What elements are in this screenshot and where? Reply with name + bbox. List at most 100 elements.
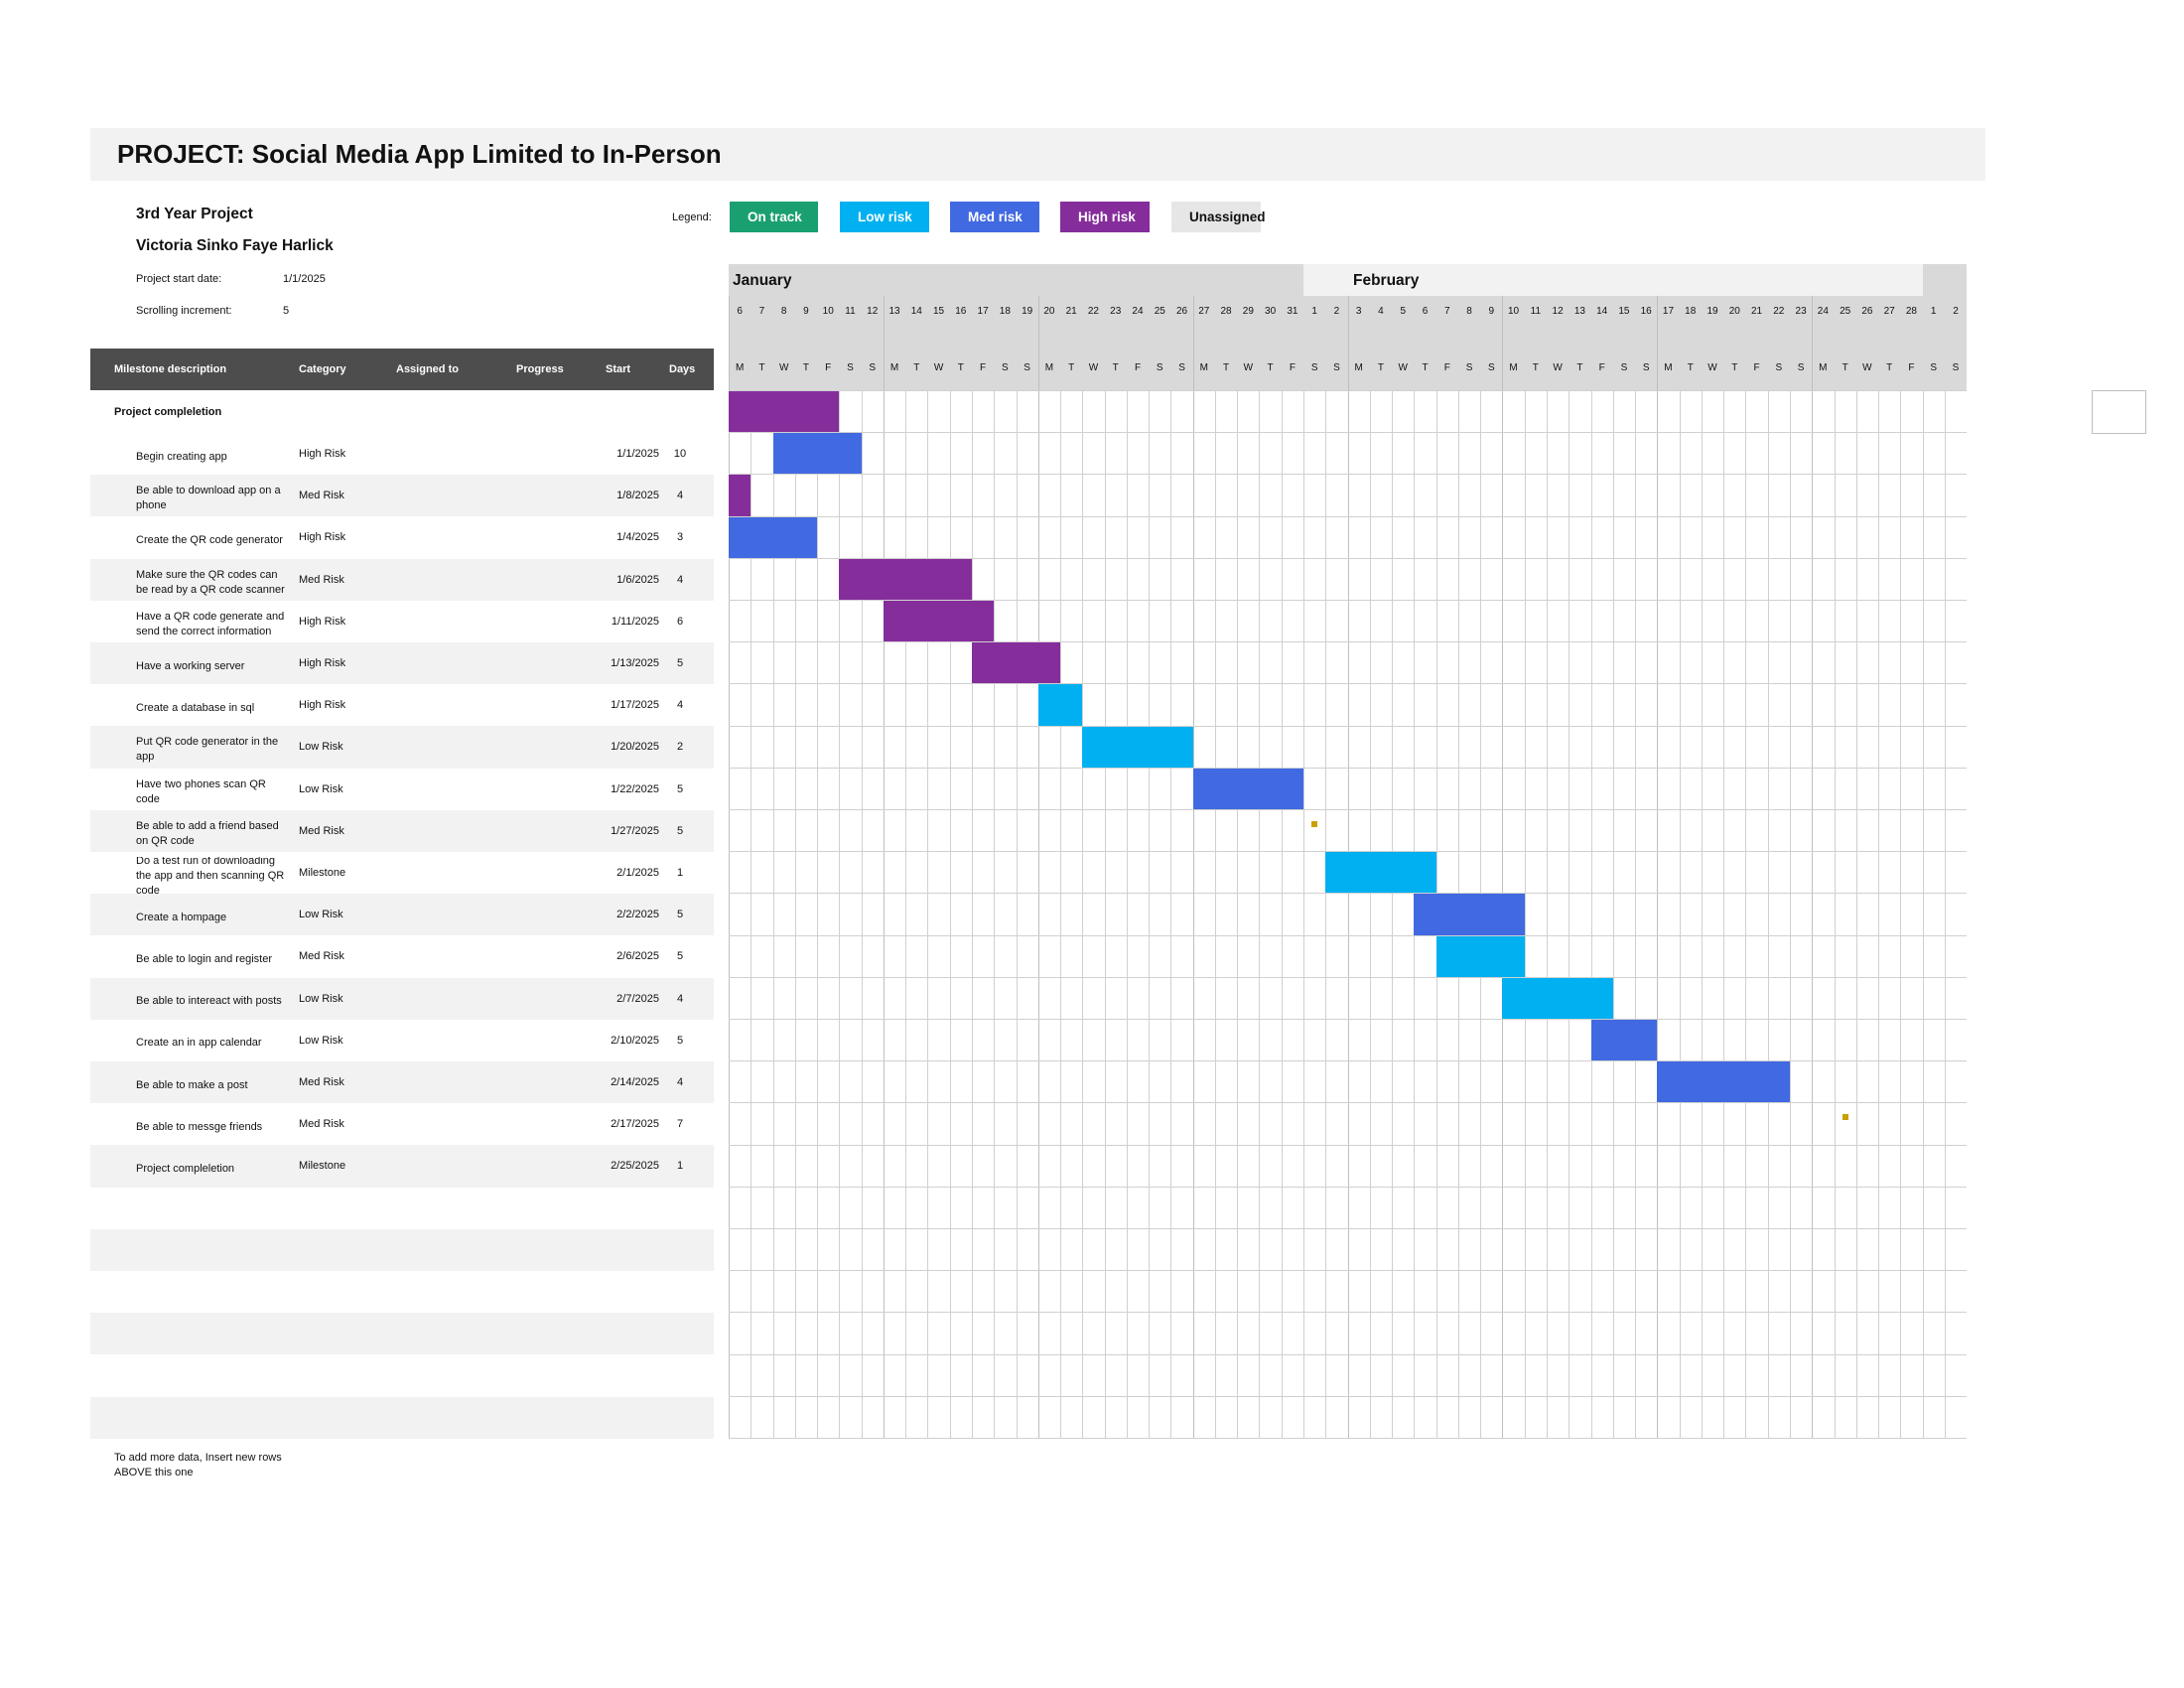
day-number-label: 21 [1750,306,1763,317]
weekday-label: W [1553,362,1563,373]
milestone-description[interactable]: Have two phones scan QR code [136,774,285,811]
category-cell[interactable]: High Risk [299,615,346,628]
milestone-marker [1842,1114,1848,1121]
milestone-text: Project compleletion [136,1162,235,1175]
scroll-box[interactable] [2092,390,2146,434]
start-date-cell[interactable]: 2/1/2025 [616,867,659,879]
days-cell[interactable]: 5 [676,909,684,921]
milestone-description[interactable]: Put QR code generator in the app [136,731,285,769]
start-date-cell[interactable]: 1/8/2025 [616,490,659,502]
start-date-cell[interactable]: 1/27/2025 [611,824,659,837]
start-date-cell[interactable]: 1/11/2025 [611,615,659,628]
milestone-description[interactable]: Have a working server [136,647,285,685]
milestone-description[interactable]: Be able to intereact with posts [136,983,285,1021]
milestone-description[interactable]: Create a database in sql [136,689,285,727]
weekday-label: S [1310,362,1318,373]
start-date-cell[interactable]: 2/25/2025 [611,1160,659,1173]
legend-label: Legend: [672,211,712,223]
category-cell[interactable]: Low Risk [299,1034,343,1047]
days-cell[interactable]: 4 [676,699,684,712]
start-date-cell[interactable]: 2/10/2025 [611,1034,659,1047]
days-cell[interactable]: 3 [676,531,684,544]
category-cell[interactable]: Low Risk [299,741,343,754]
start-date-cell[interactable]: 1/1/2025 [616,448,659,460]
day-number-label: 6 [1422,306,1429,317]
start-date-cell[interactable]: 2/14/2025 [611,1076,659,1088]
grid-row-line [729,809,1967,810]
grid-column-line [729,296,730,1438]
milestone-description[interactable]: Create an in app calendar [136,1025,285,1062]
grid-row-line [729,1395,1967,1397]
header-progress: Progress [516,363,564,375]
milestone-description[interactable]: Be able to add a friend based on QR code [136,815,285,853]
start-date-cell[interactable]: 2/2/2025 [616,909,659,921]
days-cell[interactable]: 1 [676,1160,684,1173]
category-cell[interactable]: Med Risk [299,950,344,963]
category-cell[interactable]: Low Risk [299,992,343,1005]
milestone-description[interactable]: Begin creating app [136,438,285,476]
gantt-bar [1192,768,1303,809]
milestone-description[interactable]: Create the QR code generator [136,521,285,559]
start-date-cell[interactable]: 1/13/2025 [611,657,659,669]
milestone-description[interactable]: Project compleletion [136,1150,285,1188]
start-date-cell[interactable]: 2/6/2025 [616,950,659,963]
milestone-description[interactable]: Do a test run of downloading the app and… [136,857,285,895]
grid-column-line [927,390,929,1438]
days-cell[interactable]: 1 [676,867,684,879]
title-band [90,128,1985,181]
scrolling-increment-value[interactable]: 5 [283,305,290,317]
milestone-text: Have a working server [136,659,245,672]
days-cell[interactable]: 5 [676,782,684,795]
category-cell[interactable]: Low Risk [299,782,343,795]
start-date-cell[interactable]: 1/6/2025 [616,573,659,586]
days-cell[interactable]: 10 [673,448,687,460]
days-cell[interactable]: 4 [676,992,684,1005]
category-cell[interactable]: High Risk [299,657,346,669]
days-cell[interactable]: 6 [676,615,684,628]
days-cell[interactable]: 4 [676,490,684,502]
start-date-cell[interactable]: 2/7/2025 [616,992,659,1005]
days-cell[interactable]: 5 [676,950,684,963]
days-cell[interactable]: 7 [676,1118,684,1131]
category-cell[interactable]: High Risk [299,448,346,460]
days-cell[interactable]: 4 [676,573,684,586]
milestone-description[interactable]: Be able to messge friends [136,1108,285,1146]
milestone-description[interactable]: Be able to make a post [136,1066,285,1104]
category-cell[interactable]: High Risk [299,699,346,712]
category-cell[interactable]: Med Risk [299,1118,344,1131]
month-band-february [1303,264,1923,296]
milestone-description[interactable]: Make sure the QR codes can be read by a … [136,564,285,602]
days-cell[interactable]: 4 [676,1076,684,1088]
days-cell[interactable]: 5 [676,824,684,837]
start-date-cell[interactable]: 1/20/2025 [611,741,659,754]
days-cell[interactable]: 5 [676,1034,684,1047]
grid-column-line [1082,390,1084,1438]
start-date-cell[interactable]: 2/17/2025 [611,1118,659,1131]
days-cell[interactable]: 5 [676,657,684,669]
start-date-cell[interactable]: 1/4/2025 [616,531,659,544]
weekday-label: M [1199,362,1208,373]
category-cell[interactable]: Med Risk [299,573,344,586]
day-number-label: 5 [1400,306,1406,317]
milestone-description[interactable]: Create a hompage [136,899,285,936]
grid-column-line [1392,390,1394,1438]
start-date-cell[interactable]: 1/22/2025 [611,782,659,795]
milestone-text: Have a QR code generate and send the cor… [136,610,285,637]
milestone-description[interactable]: Have a QR code generate and send the cor… [136,606,285,643]
grid-column-line [1214,390,1216,1438]
category-cell[interactable]: Milestone [299,1160,346,1173]
project-start-value[interactable]: 1/1/2025 [283,273,326,285]
category-cell[interactable]: Med Risk [299,490,344,502]
start-date-cell[interactable]: 1/17/2025 [611,699,659,712]
category-cell[interactable]: High Risk [299,531,346,544]
milestone-description[interactable]: Be able to download app on a phone [136,480,285,517]
category-cell[interactable]: Low Risk [299,909,343,921]
grid-row-line [729,432,1967,434]
days-cell[interactable]: 2 [676,741,684,754]
category-cell[interactable]: Milestone [299,867,346,879]
category-cell[interactable]: Med Risk [299,1076,344,1088]
category-cell[interactable]: Med Risk [299,824,344,837]
grid-column-line [772,390,774,1438]
legend-low-risk: Low risk [840,202,929,232]
milestone-description[interactable]: Be able to login and register [136,940,285,978]
